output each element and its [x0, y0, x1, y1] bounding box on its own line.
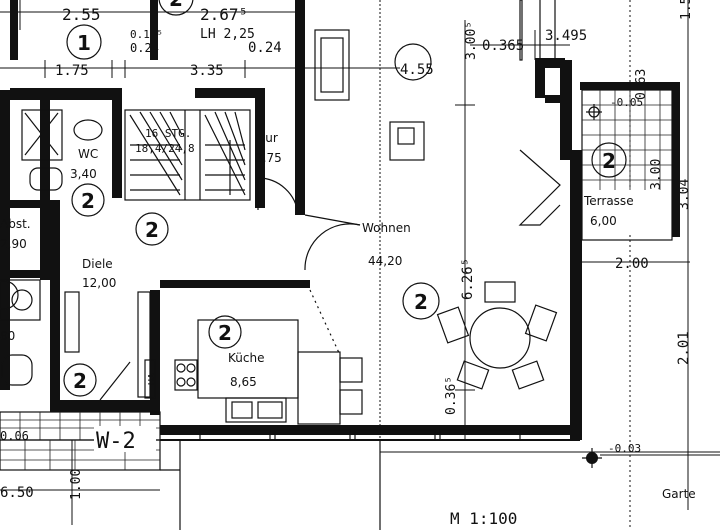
- level-marker: [582, 448, 602, 468]
- window-label: W-2: [96, 429, 136, 454]
- dim-3-35: 3.35: [190, 63, 224, 79]
- stair-count: 16 STG.: [145, 127, 191, 140]
- ha-label: HA: [147, 373, 158, 385]
- terrasse-area: 6,00: [590, 214, 617, 228]
- wohnen-area: 44,20: [368, 254, 402, 268]
- level-minus-003: -0.03: [608, 442, 641, 455]
- dim-2-01: 2.01: [676, 331, 692, 365]
- marker-2-stair: 2: [145, 218, 159, 242]
- kueche-name: Küche: [228, 351, 264, 365]
- marker-2-wohnen: 2: [414, 290, 428, 314]
- dim-3-04: 3.04: [677, 179, 692, 210]
- wc-room: WC 3,40: [21, 109, 103, 191]
- bad-area-partial: 80: [0, 329, 15, 343]
- abst-area: 2,90: [0, 237, 27, 251]
- marker-2-top: 2: [169, 0, 183, 11]
- marker-2-diele: 2: [73, 369, 87, 393]
- dim-2-675: 2.67⁵: [200, 5, 248, 24]
- garten-label: Garte: [662, 487, 696, 501]
- diele-name: Diele: [82, 257, 113, 271]
- dim-6-50: 6.50: [0, 485, 34, 501]
- staircase: 16 STG. 18,4/24,8: [124, 109, 251, 201]
- kueche-area: 8,65: [230, 375, 257, 389]
- dim-0-06: 0.06: [0, 429, 29, 443]
- dim-4-55: 4.55: [400, 62, 434, 78]
- dim-2-00: 2.00: [615, 256, 649, 272]
- bottom-window-band: W-2: [0, 411, 580, 530]
- dim-6-265: 6.26⁵: [460, 258, 476, 300]
- dim-0-365-lower: 0.36⁵: [444, 376, 459, 415]
- dim-3-005: 3.00⁵: [464, 21, 479, 60]
- wohnen-name: Wohnen: [362, 221, 411, 235]
- stair-spec: 18,4/24,8: [135, 142, 195, 155]
- dim-0-175: 0.1⁷⁵: [130, 28, 163, 41]
- dim-1-00: 1.00: [69, 469, 84, 500]
- wc-name: WC: [78, 147, 98, 161]
- marker-2-terrasse: 2: [602, 149, 616, 173]
- dim-3-00: 3.00: [649, 159, 664, 190]
- terrasse-area: Terrasse 6,00: [581, 89, 673, 241]
- dim-3-495: 3.495: [545, 28, 587, 44]
- level-minus-005: -0.05: [610, 96, 643, 109]
- dim-1-51: 1.51: [679, 0, 694, 20]
- abst-name: Abst.: [0, 217, 31, 231]
- dim-0-365: 0.365: [482, 38, 524, 54]
- wc-area: 3,40: [70, 167, 97, 181]
- wohnen-room: Wohnen 44,20: [314, 29, 561, 390]
- diele-area: 12,00: [82, 276, 116, 290]
- kueche-room: Küche 8,65: [174, 214, 363, 425]
- scale-label: M 1:100: [450, 509, 517, 528]
- dim-1-75: 1.75: [55, 63, 89, 79]
- diele-room: Diele 12,00 HA: [64, 257, 158, 401]
- flur-room: Flur 3,75: [255, 131, 299, 216]
- dim-2-55: 2.55: [62, 5, 101, 24]
- flur-area: 3,75: [255, 151, 282, 165]
- terrasse-name: Terrasse: [583, 194, 634, 208]
- flur-name: Flur: [255, 131, 278, 145]
- marker-2-kueche: 2: [218, 321, 232, 345]
- dim-0-24-right: 0.24: [248, 40, 282, 56]
- marker-2-wc: 2: [81, 189, 95, 213]
- ceiling-height: LH 2,25: [200, 27, 255, 42]
- abst-room: Abst. 2,90 80: [0, 217, 41, 386]
- marker-1-a: 1: [77, 31, 91, 55]
- room-markers: 1 2 2 2 2 2 2 2: [0, 0, 627, 397]
